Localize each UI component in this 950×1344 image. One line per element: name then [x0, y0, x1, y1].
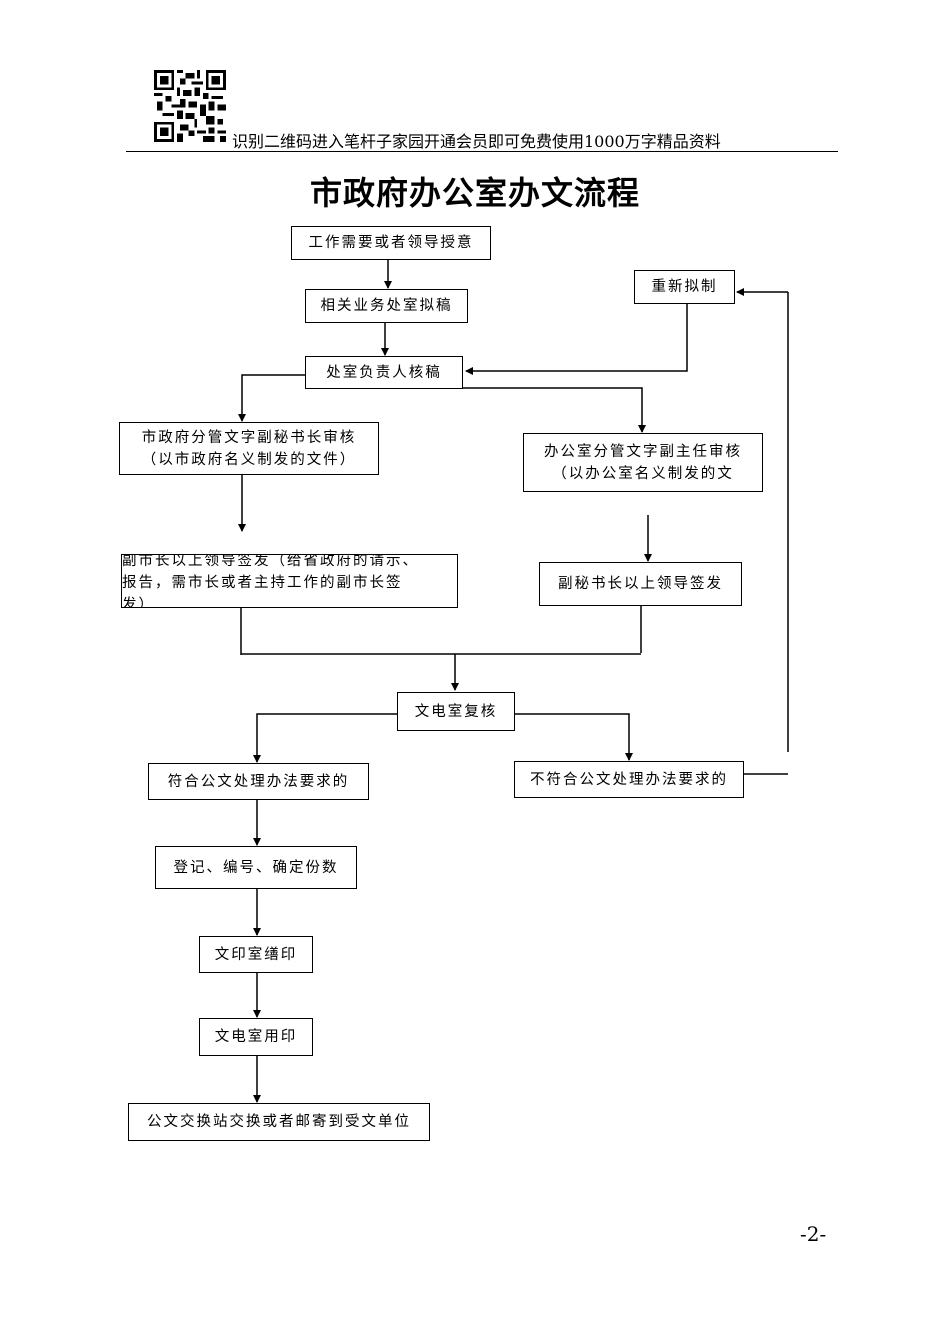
node-city-review-line2: （以市政府名义制发的文件） [141, 451, 357, 468]
qr-code-icon [154, 70, 226, 142]
node-mayor-sign: 副市长以上领导签发（给省政府的请示、 报告，需市长或者主持工作的副市长签 发） [121, 554, 458, 608]
page-title: 市政府办公室办文流程 [309, 174, 640, 212]
node-redraft: 重新拟制 [634, 270, 735, 304]
node-start: 工作需要或者领导授意 [291, 226, 491, 260]
node-city-review-line1: 市政府分管文字副秘书长审核 [141, 429, 357, 446]
node-register: 登记、编号、确定份数 [155, 846, 357, 889]
page-number: -2- [800, 1222, 827, 1246]
node-compliant: 符合公文处理办法要求的 [148, 763, 369, 800]
node-section-review: 处室负责人核稿 [305, 356, 463, 389]
node-print: 文印室缮印 [199, 936, 313, 973]
node-city-review: 市政府分管文字副秘书长审核 （以市政府名义制发的文件） [119, 422, 379, 475]
node-office-review-line2: （以办公室名义制发的文 [552, 465, 734, 482]
node-draft: 相关业务处室拟稿 [305, 289, 468, 323]
node-office-review-line1: 办公室分管文字副主任审核 [544, 443, 742, 460]
header-divider [126, 151, 838, 152]
node-seal: 文电室用印 [199, 1018, 313, 1056]
node-office-review: 办公室分管文字副主任审核 （以办公室名义制发的文 [523, 433, 763, 492]
node-secretary-sign: 副秘书长以上领导签发 [539, 562, 742, 606]
node-mayor-sign-line3: 发） [122, 597, 155, 608]
node-mayor-sign-line2: 报告，需市长或者主持工作的副市长签 [122, 575, 403, 591]
node-mayor-sign-line1: 副市长以上领导签发（给省政府的请示、 [122, 554, 419, 569]
node-recheck: 文电室复核 [397, 692, 515, 731]
node-dispatch: 公文交换站交换或者邮寄到受文单位 [128, 1103, 430, 1141]
header-note: 识别二维码进入笔杆子家园开通会员即可免费使用1000万字精品资料 [232, 132, 721, 151]
node-noncompliant: 不符合公文处理办法要求的 [514, 761, 744, 798]
